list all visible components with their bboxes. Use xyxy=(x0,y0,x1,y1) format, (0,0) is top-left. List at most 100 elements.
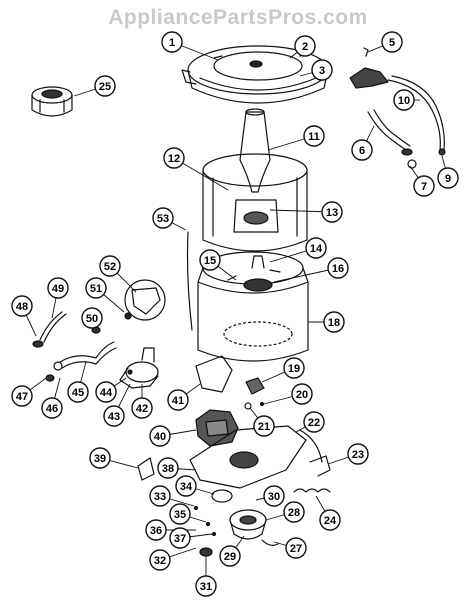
callout-32: 32 xyxy=(149,547,197,571)
callout-16: 16 xyxy=(273,257,349,283)
callout-number: 32 xyxy=(154,555,166,567)
part-small-fittings xyxy=(244,377,265,410)
callout-number: 13 xyxy=(326,207,338,219)
callout-number: 15 xyxy=(204,255,216,267)
part-left-hoses xyxy=(32,311,117,382)
callout-number: 39 xyxy=(94,453,106,465)
callout-number: 12 xyxy=(168,153,180,165)
callout-13: 13 xyxy=(269,201,343,223)
callout-circle xyxy=(253,415,275,437)
callout-number: 31 xyxy=(200,581,212,593)
callout-number: 37 xyxy=(174,533,186,545)
callout-28: 28 xyxy=(265,501,305,523)
callout-45: 45 xyxy=(67,361,89,403)
callout-circle xyxy=(305,237,327,259)
callout-22: 22 xyxy=(295,411,325,433)
part-pulley-assembly xyxy=(193,489,279,557)
callout-53: 53 xyxy=(152,207,187,231)
callout-33: 33 xyxy=(149,485,195,507)
callout-43: 43 xyxy=(103,383,131,427)
callout-circle xyxy=(99,255,121,277)
callout-24: 24 xyxy=(315,495,341,531)
callout-circle xyxy=(323,311,345,333)
callout-18: 18 xyxy=(308,311,345,333)
part-softener-dispenser xyxy=(31,86,73,117)
callout-7: 7 xyxy=(409,165,435,197)
callout-36: 36 xyxy=(145,519,196,541)
callout-number: 16 xyxy=(332,263,344,275)
callout-number: 35 xyxy=(174,509,186,521)
callout-6: 6 xyxy=(351,125,375,161)
callout-number: 14 xyxy=(310,243,323,255)
callout-number: 42 xyxy=(136,403,148,415)
callout-number: 21 xyxy=(258,421,270,433)
callout-41: 41 xyxy=(167,383,201,411)
callout-circle xyxy=(145,519,167,541)
callout-circle xyxy=(219,545,241,567)
callout-number: 18 xyxy=(328,317,340,329)
callout-circle xyxy=(163,147,185,169)
callout-number: 29 xyxy=(224,551,236,563)
callout-circle xyxy=(85,277,107,299)
callout-circle xyxy=(89,447,111,469)
callout-number: 46 xyxy=(46,403,58,415)
callout-42: 42 xyxy=(131,384,153,419)
callout-25: 25 xyxy=(73,75,116,97)
callout-circle xyxy=(413,175,435,197)
part-side-bracket xyxy=(137,457,155,481)
callout-number: 6 xyxy=(359,145,365,157)
callout-circle xyxy=(11,385,33,407)
callout-number: 41 xyxy=(172,395,184,407)
callout-circle xyxy=(319,509,341,531)
callout-circle xyxy=(283,501,305,523)
callout-circle xyxy=(47,277,69,299)
callout-19: 19 xyxy=(261,357,305,383)
callout-21: 21 xyxy=(249,407,275,437)
callout-48: 48 xyxy=(11,295,37,337)
part-spin-basket xyxy=(202,108,308,252)
callout-circle xyxy=(393,89,415,111)
callout-circle xyxy=(437,167,459,189)
callout-circle xyxy=(81,307,103,329)
callout-31: 31 xyxy=(195,556,217,597)
callout-number: 20 xyxy=(296,389,308,401)
callout-number: 19 xyxy=(288,363,300,375)
callout-circle xyxy=(303,125,325,147)
callout-number: 45 xyxy=(72,387,84,399)
callout-1: 1 xyxy=(161,31,219,61)
callout-44: 44 xyxy=(95,377,127,403)
callout-circle xyxy=(347,443,369,465)
callout-circle xyxy=(149,485,171,507)
callout-number: 2 xyxy=(302,41,308,53)
callout-3: 3 xyxy=(299,59,333,81)
callout-11: 11 xyxy=(267,125,325,151)
callout-number: 24 xyxy=(324,515,337,527)
callout-circle xyxy=(167,389,189,411)
callout-27: 27 xyxy=(273,537,307,559)
callout-number: 49 xyxy=(52,283,64,295)
callout-circle xyxy=(263,485,285,507)
callout-circle xyxy=(67,381,89,403)
callout-circle xyxy=(311,59,333,81)
callout-number: 10 xyxy=(398,95,410,107)
callout-20: 20 xyxy=(263,383,313,405)
callout-number: 28 xyxy=(288,507,300,519)
callout-49: 49 xyxy=(47,277,69,319)
callout-circle xyxy=(294,35,316,57)
callout-circle xyxy=(381,31,403,53)
callout-number: 51 xyxy=(90,283,102,295)
callout-circle xyxy=(161,31,183,53)
callout-circle xyxy=(41,397,63,419)
part-spring xyxy=(293,455,331,493)
callout-12: 12 xyxy=(163,147,229,191)
callout-number: 1 xyxy=(169,37,175,49)
callout-circle xyxy=(149,549,171,571)
part-hoses xyxy=(349,47,446,169)
callout-number: 9 xyxy=(445,173,451,185)
callout-51: 51 xyxy=(85,277,125,313)
callout-47: 47 xyxy=(11,377,47,407)
callout-number: 36 xyxy=(150,525,162,537)
callout-number: 44 xyxy=(100,387,113,399)
callout-circle xyxy=(11,295,33,317)
